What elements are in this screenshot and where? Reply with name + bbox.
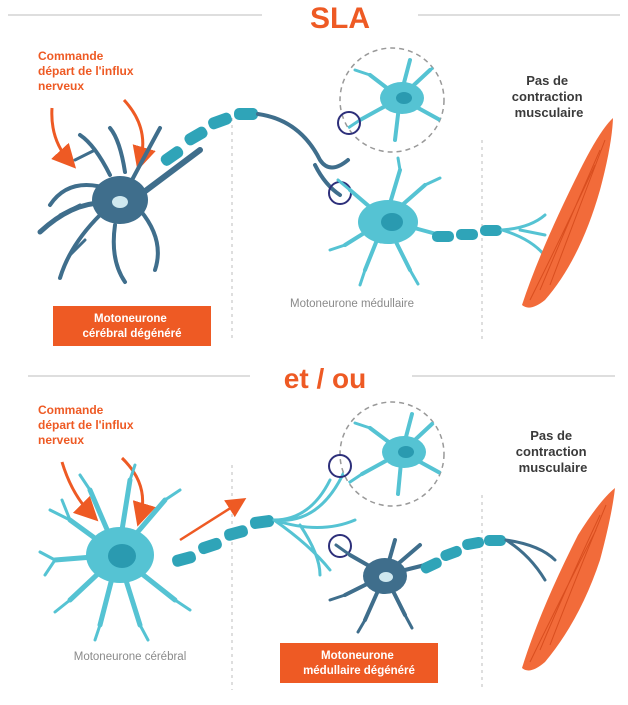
top-no-contraction-line-3: musculaire: [515, 105, 584, 120]
top-spinal-nucleus: [381, 213, 403, 231]
top-degenerated-line-1: Motoneurone: [94, 313, 167, 325]
top-degenerated-box: [53, 306, 211, 346]
bottom-command-line-3: nerveux: [38, 433, 84, 447]
bottom-title: et / ou: [284, 363, 366, 394]
bottom-no-contraction-line-3: musculaire: [519, 460, 588, 475]
top-degenerated-brain-nucleus: [112, 196, 128, 208]
bottom-no-contraction-line-1: Pas de: [530, 428, 572, 443]
bottom-brain-nucleus: [108, 544, 136, 568]
top-muscle: [522, 118, 613, 308]
bottom-panel: et / ou Commande départ de l'influx nerv…: [28, 363, 615, 690]
top-spinal-terminal: [502, 215, 548, 260]
top-panel: SLA Commande départ de l'influx nerveux: [8, 2, 620, 346]
bottom-degenerated-line-1: Motoneurone: [321, 650, 394, 662]
bottom-axon-terminal: [274, 470, 355, 575]
top-command-label: Commande départ de l'influx nerveux: [38, 49, 137, 93]
top-spinal-label: Motoneurone médullaire: [290, 298, 414, 310]
top-command-line-1: Commande: [38, 49, 104, 63]
bottom-no-contraction-label: Pas de contraction musculaire: [516, 428, 590, 475]
bottom-axon-myelin: [171, 514, 275, 568]
top-no-contraction-label: Pas de contraction musculaire: [512, 73, 586, 120]
bottom-degenerated-spinal-nucleus: [379, 572, 393, 582]
top-spinal-axon-myelin: [432, 225, 502, 242]
bottom-no-contraction-line-2: contraction: [516, 444, 587, 459]
bottom-command-line-1: Commande: [38, 403, 104, 417]
top-axon-myelin: [159, 108, 258, 168]
top-command-arrow-2: [124, 100, 143, 162]
top-command-line-3: nerveux: [38, 79, 84, 93]
bottom-command-label: Commande départ de l'influx nerveux: [38, 403, 137, 447]
bottom-command-line-2: départ de l'influx: [38, 418, 134, 432]
top-command-line-2: départ de l'influx: [38, 64, 134, 78]
top-degenerated-line-2: cérébral dégénéré: [82, 328, 181, 340]
top-title: SLA: [310, 2, 370, 35]
top-command-arrow-1: [52, 108, 70, 162]
bottom-degenerated-box: [280, 643, 438, 683]
bottom-spinal-terminal: [506, 540, 555, 580]
bottom-muscle: [522, 488, 615, 670]
bottom-spinal-axon-myelin: [419, 535, 506, 575]
bottom-brain-label: Motoneurone cérébral: [74, 651, 187, 663]
bottom-degenerated-line-2: médullaire dégénéré: [303, 665, 415, 677]
top-no-contraction-line-2: contraction: [512, 89, 583, 104]
top-no-contraction-line-1: Pas de: [526, 73, 568, 88]
